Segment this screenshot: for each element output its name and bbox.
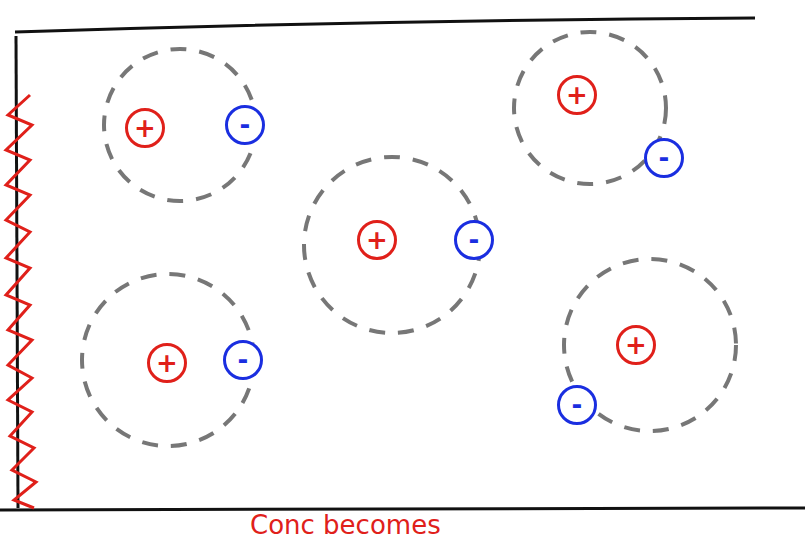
- shell-circle: [304, 157, 480, 333]
- ion-charge: +: [625, 332, 647, 358]
- ion-charge: +: [366, 227, 388, 253]
- ion-charge: -: [572, 392, 583, 418]
- anion-circle: -: [644, 138, 684, 178]
- ion-charge: +: [566, 82, 588, 108]
- handwritten-note: Conc becomes: [250, 511, 441, 539]
- anion-circle: -: [223, 340, 263, 380]
- cation-circle: +: [147, 343, 187, 383]
- container-top: [15, 18, 755, 32]
- ion-charge: +: [156, 350, 178, 376]
- anion-circle: -: [557, 385, 597, 425]
- hydration-shells: [82, 32, 736, 446]
- cation-circle: +: [557, 75, 597, 115]
- ion-charge: -: [469, 227, 480, 253]
- cation-circle: +: [125, 108, 165, 148]
- charged-wall: [6, 95, 36, 508]
- ion-charge: -: [238, 347, 249, 373]
- cation-circle: +: [357, 220, 397, 260]
- ion-charge: -: [659, 145, 670, 171]
- anion-circle: -: [454, 220, 494, 260]
- ion-charge: -: [240, 112, 251, 138]
- cation-circle: +: [616, 325, 656, 365]
- container-bottom: [0, 508, 805, 510]
- shell-circle: [514, 32, 666, 184]
- anion-circle: -: [225, 105, 265, 145]
- ion-charge: +: [134, 115, 156, 141]
